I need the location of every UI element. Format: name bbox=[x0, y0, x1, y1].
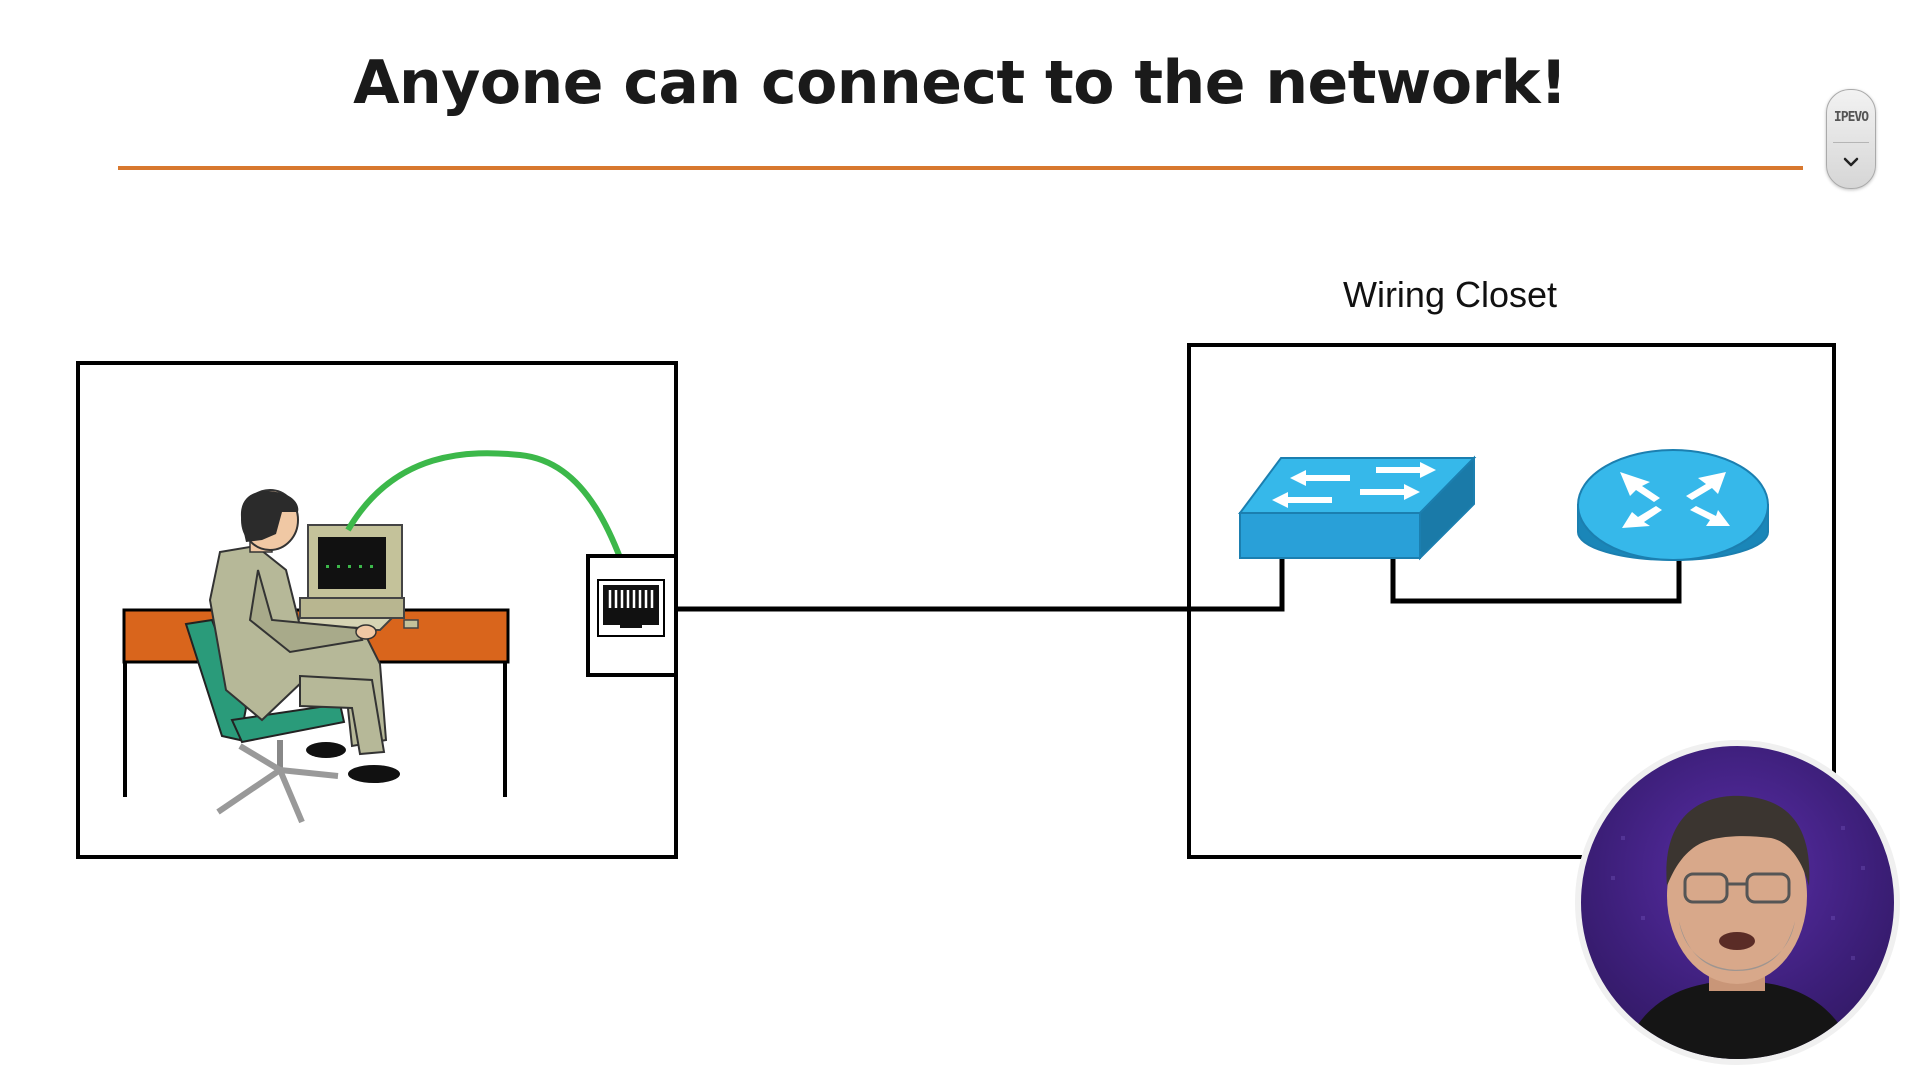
wiring-closet-label: Wiring Closet bbox=[1342, 274, 1558, 315]
desktop-computer-icon bbox=[287, 524, 419, 631]
ipevo-logo: IPEVO bbox=[1833, 110, 1869, 125]
ipevo-control-widget[interactable]: IPEVO bbox=[1826, 89, 1876, 189]
patch-cable bbox=[345, 450, 645, 626]
chevron-down-icon[interactable] bbox=[1841, 152, 1861, 172]
person-at-computer-icon bbox=[184, 489, 400, 824]
presenter-avatar bbox=[1601, 795, 1865, 1059]
switch-icon bbox=[1238, 455, 1477, 561]
backbone-cable bbox=[658, 541, 1285, 612]
title-divider bbox=[118, 166, 1803, 170]
slide-title: Anyone can connect to the network! bbox=[353, 48, 1567, 118]
wiring-closet-box bbox=[1187, 343, 1836, 859]
presenter-webcam bbox=[1575, 740, 1900, 1065]
switch-router-cable bbox=[1390, 541, 1682, 604]
router-icon bbox=[1577, 449, 1769, 561]
ipevo-divider bbox=[1833, 142, 1869, 143]
wall-jack-icon bbox=[586, 554, 678, 677]
